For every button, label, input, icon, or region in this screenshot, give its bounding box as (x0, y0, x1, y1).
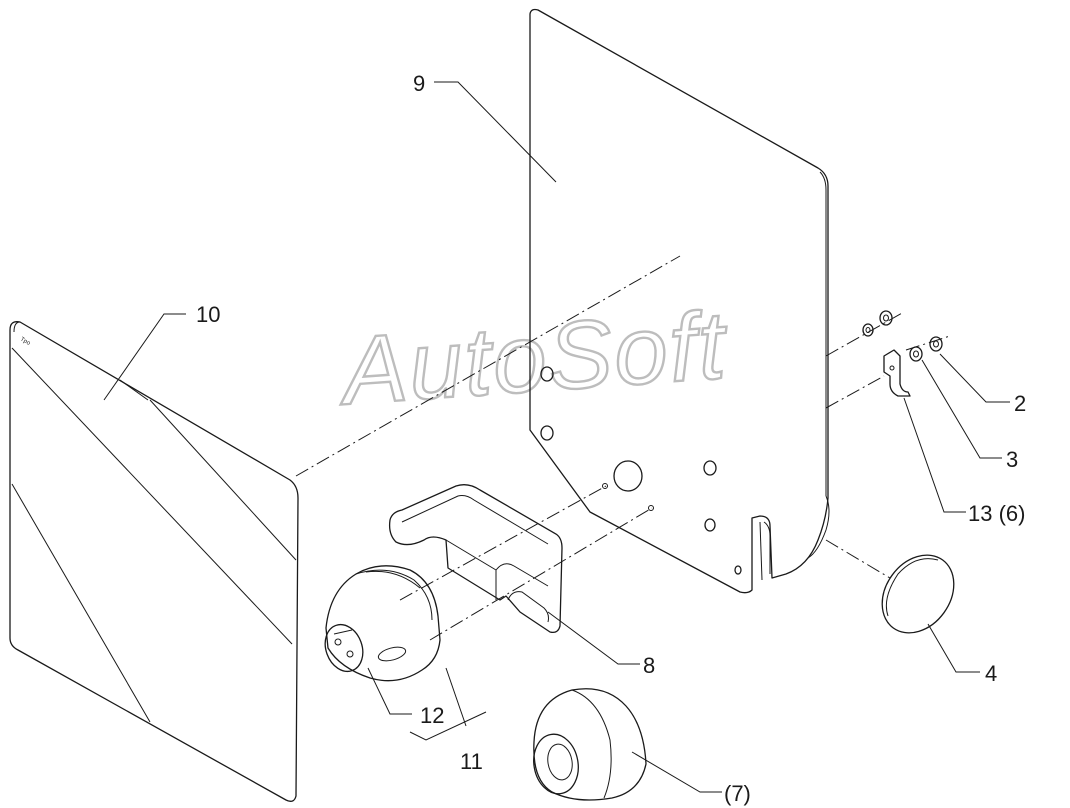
shield-hole (734, 565, 742, 575)
callout-8: 8 (643, 653, 655, 678)
callout-4: 4 (985, 661, 997, 686)
assembly-axis-lines (295, 255, 951, 641)
callout-11: 11 (460, 749, 483, 774)
watermark: AutoSoft (334, 292, 731, 426)
part-13-clip (883, 349, 911, 397)
callout-9: 9 (413, 71, 425, 96)
part-9-shield-plate (529, 8, 830, 594)
part-4-disc-cover (881, 554, 955, 634)
callout-2: 2 (1014, 391, 1026, 416)
leader-lines (103, 81, 1010, 793)
part-8-bracket (388, 484, 563, 634)
shield-hole-large (613, 460, 643, 492)
shield-hole (703, 460, 717, 476)
callout-10: 10 (196, 302, 220, 327)
callout-13: 13 (6) (968, 501, 1025, 526)
callout-labels: 9 10 2 3 13 (6) 4 8 12 11 (7) (196, 71, 1026, 806)
shield-hole (540, 425, 554, 441)
shield-hole (704, 518, 716, 532)
callout-3: 3 (1006, 447, 1018, 472)
part-3-washer (862, 323, 923, 362)
part-10-warning-plate: Tpo (9, 321, 299, 802)
shield-hole (540, 366, 554, 382)
part-7-rubber-cap (533, 688, 647, 801)
callout-7: (7) (724, 781, 751, 806)
part-2-nut (879, 310, 943, 352)
callout-12: 12 (420, 703, 444, 728)
part-12-lamp (324, 565, 441, 682)
plate-marking: Tpo (19, 337, 32, 348)
